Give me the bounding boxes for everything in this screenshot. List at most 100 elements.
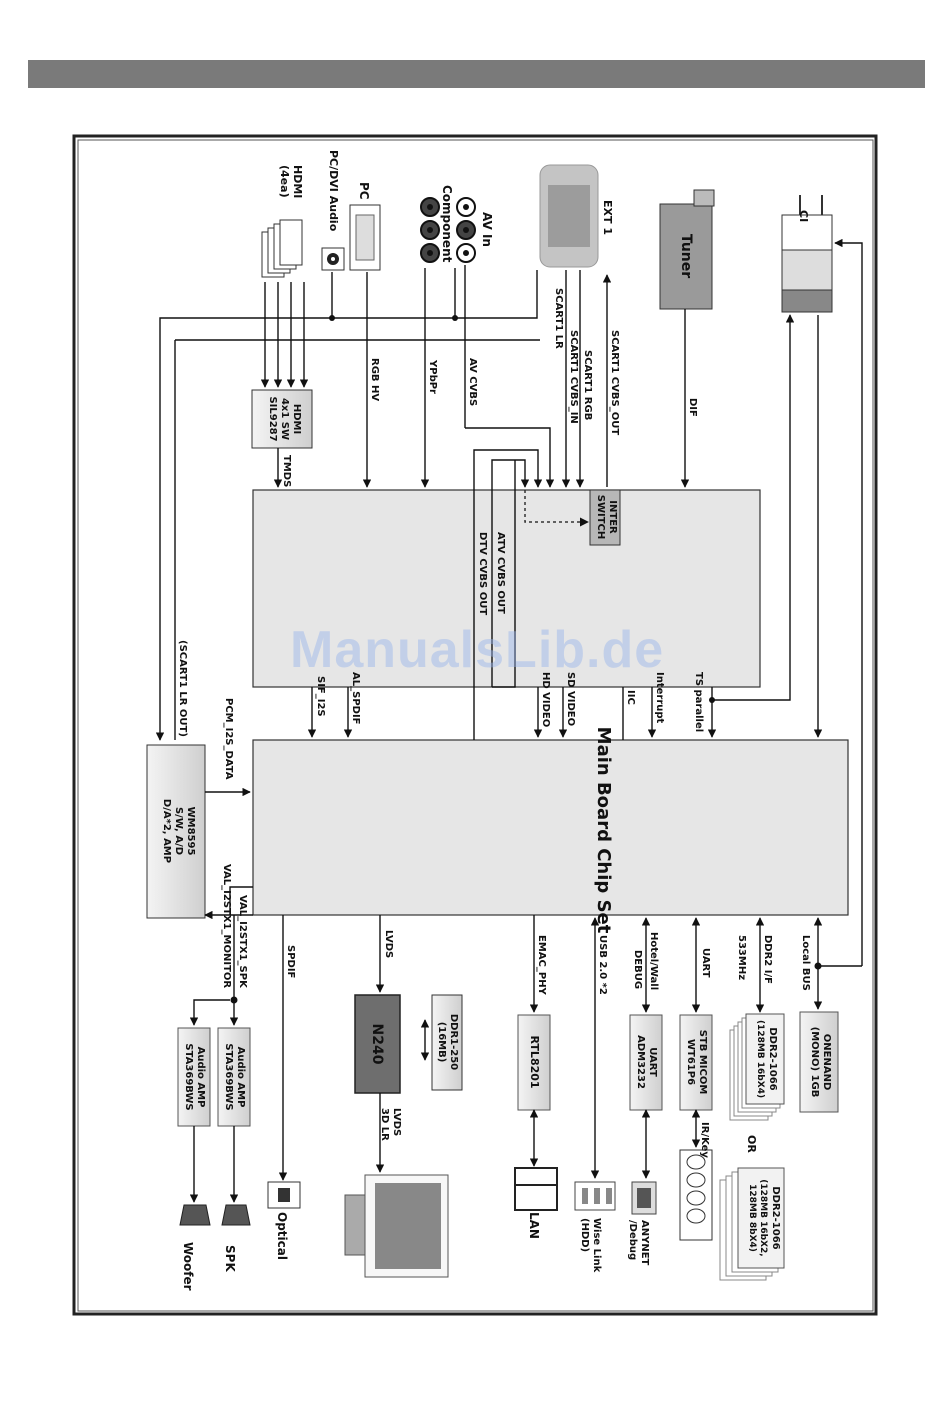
onenand-label-2: (MONO) 1GB [809,1027,820,1098]
rtl8201-block [517,1014,551,1111]
sig-scart1-lr-out: (SCART1 LR OUT) [177,640,188,737]
sig-533mhz: 533MHz [736,935,747,980]
diagram-frame [72,134,878,1316]
ddr2-b-label-2: (128MB 16bX2, [758,1179,768,1256]
rca-jacks-icon [420,197,476,263]
wm8595-label-1: WM8595 [185,807,196,856]
spk-label: SPK [223,1245,237,1272]
sig-hotel-wall: Hotel/Wall [648,932,659,990]
tv-panel-icon [344,1174,449,1278]
sig-iic: IIC [625,690,636,705]
sig-ir-key: IR/Key [699,1122,710,1158]
or-label: OR [745,1135,758,1153]
sig-dif: DIF [687,398,698,417]
optical-label: Optical [275,1212,289,1260]
uart-block [629,1014,663,1111]
ddr2-stack-a [729,1013,785,1121]
sig-lvds-3d-1: LVDS [391,1108,402,1136]
watermark: ManualsLib.de [290,621,665,679]
sig-tmds: TMDS [281,455,292,487]
main-chip-label: Main Board Chip Set [593,727,614,934]
onenand-label-1: ONENAND [821,1034,832,1090]
ci-slot-icon [781,195,833,313]
anynet-label-2: /Debug [627,1220,638,1260]
audio-jack-icon [321,247,345,271]
inter-switch-block [589,489,621,546]
wise-link-label-2: (HDD) [579,1218,590,1252]
audio-amp-1-block [177,1027,211,1127]
ddr2-stack-b [719,1167,785,1281]
n240-label: N240 [369,1024,385,1065]
video-frontend-block [252,489,761,688]
sig-val-i2stx1-monitor: VAL_I2STX1_MONITOR [221,864,232,988]
sig-ypbpr: YPbPr [427,359,438,394]
wm8595-label-2: S/W, A/D [173,807,184,855]
sig-scart1-cvbs-in: SCART1 CVBS_IN [568,330,579,424]
sig-scart1-rgb: SCART1 RGB [582,350,593,420]
pc-audio-label: PC/DVI Audio [327,150,340,232]
sig-debug: DEBUG [632,950,643,989]
hdmi-switch-label-1: HDMI [291,404,302,434]
hdmi-connector-icon [261,219,303,278]
sig-ddr2-if: DDR2 I/F [762,935,773,984]
ddr2-b-label-1: DDR2-1066 [770,1186,781,1249]
rtl8201-label: RTL8201 [528,1035,541,1088]
woofer-icon [179,1204,211,1226]
wm8595-label-3: D/A*2, AMP [161,799,172,863]
sig-rgb-hv: RGB HV [369,358,380,401]
sig-lvds: LVDS [383,930,394,958]
inter-switch-label-2: SWITCH [595,495,606,539]
stb-micom-block [679,1014,713,1111]
hdmi-switch-label-2: 4x1 SW [279,398,290,440]
ddr1-block [431,994,463,1091]
hdmi-switch-label-3: SIL9287 [267,396,278,441]
sig-scart1-cvbs-out: SCART1 CVBS_OUT [609,330,620,435]
hdmi-label-1: HDMI [291,165,304,198]
scart-connector-icon [539,164,599,268]
ddr2-b-label-3: 128MB 8bX4) [747,1184,757,1252]
optical-connector-icon [267,1181,301,1209]
sig-sif-i2s: SIF_I2S [315,676,326,717]
sig-av-cvbs: AV CVBS [467,358,478,406]
sig-lvds-3d-2: 3D LR [379,1108,390,1141]
component-label: Component [440,185,454,263]
amp2-label-2: STA369BWS [223,1043,234,1110]
usb-port-icon [574,1181,616,1211]
sig-local-bus: Local BUS [800,935,811,991]
lan-port-icon [514,1167,558,1211]
wise-link-label-1: Wise Link [591,1218,602,1273]
ddr2-a-label-2: (128MB 16bX4) [755,1020,765,1098]
ddr1-label-2: (16MB) [436,1022,447,1063]
av-in-label: AV In [480,212,494,247]
ir-key-icon [679,1149,713,1241]
amp1-label-2: STA369BWS [183,1043,194,1110]
tuner-label: Tuner [678,234,694,278]
sig-interrupt: Interrupt [654,672,665,724]
anynet-label-1: ANYNET [639,1220,650,1266]
uart-label-2: ADM3232 [635,1035,646,1089]
sig-al-spdif: AL_SPDIF [350,672,361,725]
inter-switch-label-1: INTER [607,500,618,534]
sig-atv-cvbs-out: ATV CVBS OUT [495,532,506,614]
sig-spdif: SPDIF [285,945,296,978]
onenand-block [799,1011,839,1113]
pc-label: PC [357,182,371,200]
n240-block [354,994,401,1094]
sig-usb: USB 2.0 *2 [597,935,608,995]
sig-sd-video: SD VIDEO [565,672,576,726]
hdmi-label-2: (4ea) [278,165,291,198]
ddr2-a-label-1: DDR2-1066 [767,1027,778,1090]
sig-emac-phy: EMAC_PHY [536,935,547,996]
ext1-label: EXT 1 [601,200,614,235]
sig-uart: UART [700,948,711,978]
tuner-block [659,203,713,310]
sig-ts-parallel: TS parallel [693,672,704,732]
audio-amp-2-block [217,1027,251,1127]
ci-label: CI [797,210,810,222]
sig-scart1-lr: SCART1 LR [553,288,564,349]
sig-hd-video: HD VIDEO [540,672,551,727]
anynet-port-icon [631,1181,657,1215]
amp2-label-1: Audio AMP [235,1047,246,1108]
vga-connector-icon [349,204,381,271]
